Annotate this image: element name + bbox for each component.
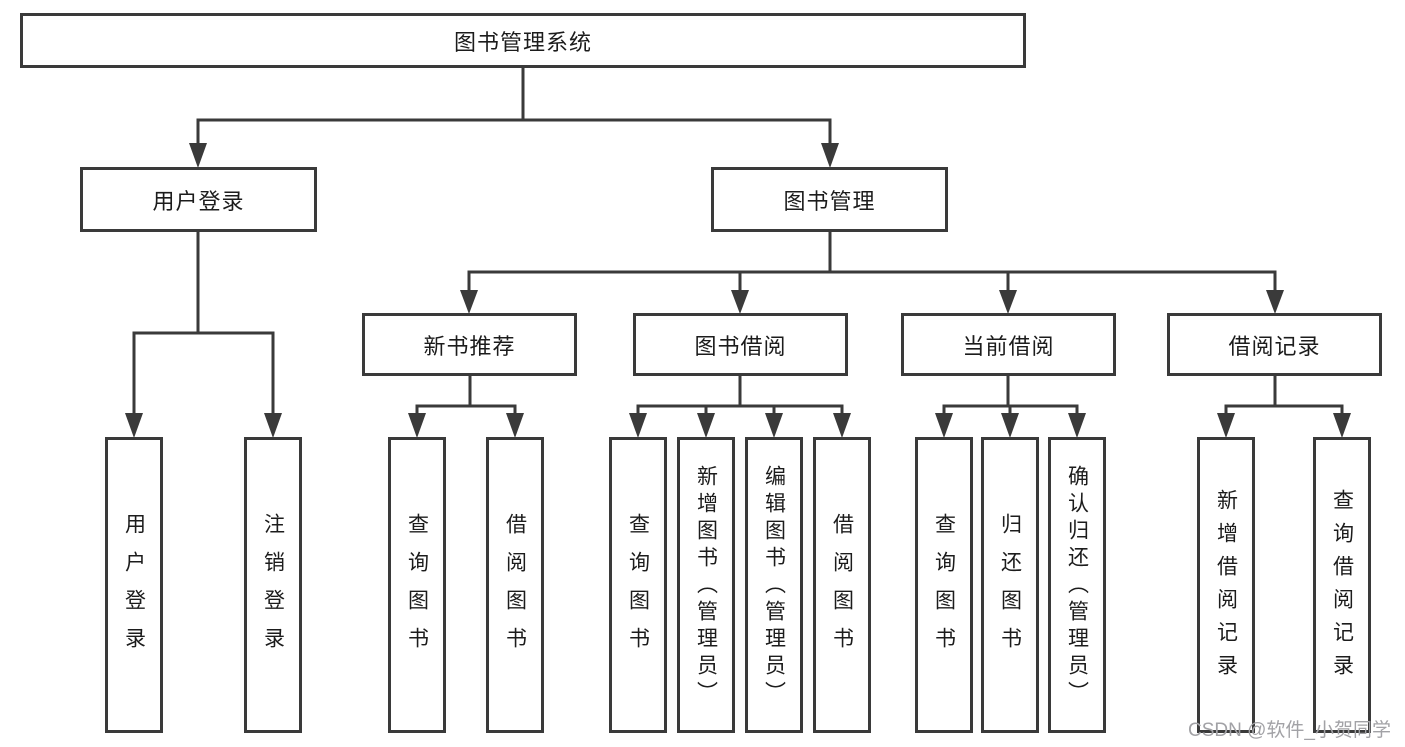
node-leaf-add-borrow-record: 新增借阅记录 [1197,437,1255,733]
node-label: 图书借阅 [694,333,787,359]
node-leaf-borrow-books-recommend: 借阅图书 [486,437,544,733]
node-label: 图书管理系统 [453,29,592,55]
node-label: 查询图书 [932,513,956,665]
node-leaf-query-books-recommend: 查询图书 [388,437,446,733]
node-label: 借阅图书 [830,513,854,665]
node-book-borrowing: 图书借阅 [633,313,848,376]
node-label: 查询图书 [405,513,429,665]
node-book-management: 图书管理 [711,167,948,232]
node-label: 归还图书 [998,513,1022,665]
node-leaf-logout: 注销登录 [244,437,302,733]
connector-current-borrowing-to-leaves [935,376,1086,438]
node-leaf-query-books-borrowing: 查询图书 [609,437,667,733]
node-borrow-records: 借阅记录 [1167,313,1382,376]
connector-new-book-recommend-to-leaves [408,376,524,438]
node-new-book-recommend: 新书推荐 [362,313,577,376]
node-leaf-user-login: 用户登录 [105,437,163,733]
node-label: 图书管理 [783,188,876,214]
node-label: 确认归还（管理员） [1065,465,1089,708]
node-label: 用户登录 [152,188,245,214]
connector-book-borrowing-to-leaves [629,376,851,438]
node-label: 新增图书（管理员） [694,465,718,708]
connector-root-to-level2 [189,68,839,168]
node-current-borrowing: 当前借阅 [901,313,1116,376]
node-leaf-confirm-return-admin: 确认归还（管理员） [1048,437,1106,733]
node-label: 注销登录 [261,513,285,665]
node-label: 借阅图书 [503,513,527,665]
node-label: 新增借阅记录 [1214,489,1238,687]
node-leaf-edit-book-admin: 编辑图书（管理员） [745,437,803,733]
csdn-watermark: CSDN @软件_小贺同学 [1188,720,1391,741]
node-label: 编辑图书（管理员） [762,465,786,708]
node-label: 查询借阅记录 [1330,489,1354,687]
connector-user-login-to-leaves [125,232,282,438]
connector-book-management-to-level3 [460,232,1284,314]
node-label: 新书推荐 [423,333,516,359]
node-label: 当前借阅 [962,333,1055,359]
node-label: 查询图书 [626,513,650,665]
node-library-management-system: 图书管理系统 [20,13,1026,68]
node-user-login: 用户登录 [80,167,317,232]
node-leaf-add-book-admin: 新增图书（管理员） [677,437,735,733]
connector-borrow-records-to-leaves [1217,376,1351,438]
node-leaf-borrow-books-borrowing: 借阅图书 [813,437,871,733]
node-leaf-query-borrow-record: 查询借阅记录 [1313,437,1371,733]
node-leaf-return-book: 归还图书 [981,437,1039,733]
node-leaf-query-books-current: 查询图书 [915,437,973,733]
node-label: 用户登录 [122,513,146,665]
node-label: 借阅记录 [1228,333,1321,359]
